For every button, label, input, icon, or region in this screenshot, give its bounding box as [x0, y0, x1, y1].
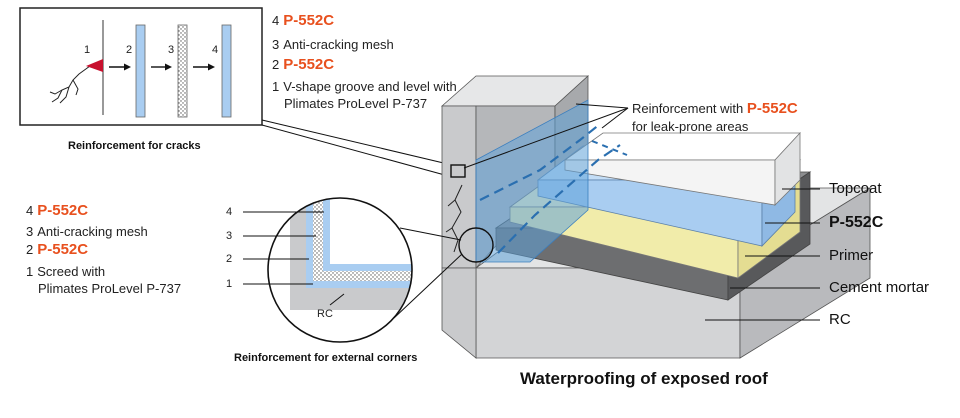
rc-side [739, 187, 871, 359]
corner-number-2: 2 [226, 253, 233, 265]
corner-number-4: 4 [226, 206, 233, 218]
product-name: P-552C [283, 56, 335, 73]
step-number: 4 [272, 13, 280, 28]
step-number: 2 [26, 242, 34, 257]
callout-line2: for leak-prone areas [632, 119, 749, 134]
topcoat-side [774, 131, 801, 206]
leader-callout-1 [601, 107, 629, 129]
step-number: 4 [26, 203, 34, 218]
crack-caption: Reinforcement for cracks [68, 140, 201, 152]
crack-detail-box [19, 7, 263, 126]
roof-illustration [440, 75, 872, 359]
layer-label-membrane: P-552C [829, 214, 884, 231]
step-number: 3 [272, 37, 280, 52]
layer-label-primer: Primer [829, 247, 874, 264]
magnifier-line-top [399, 227, 462, 241]
arrow-icon-3 [193, 63, 215, 71]
product-name: P-552C [283, 12, 335, 29]
layer-label-rc: RC [829, 311, 851, 328]
step-text: Anti-cracking mesh [283, 37, 394, 52]
crack-number-1: 1 [84, 44, 91, 56]
page-title: Waterproofing of exposed roof [520, 369, 768, 388]
step-text: Anti-cracking mesh [37, 224, 148, 239]
corner-step-1-line2: Plimates ProLevel P-737 [38, 281, 182, 296]
leak-prone-callout: Reinforcement with P-552C [632, 100, 798, 117]
product-name: P-552C [37, 202, 89, 219]
wall-crack [451, 184, 463, 253]
corner-number-1: 1 [226, 278, 233, 290]
magnifier-line-bottom [393, 253, 463, 319]
mesh-dash-2 [479, 123, 601, 201]
corner-caption: Reinforcement for external corners [234, 352, 418, 364]
crack-number-2: 2 [126, 44, 133, 56]
callout-product: P-552C [746, 100, 798, 117]
crack-layer-3 [177, 24, 188, 118]
crack-number-3: 3 [168, 44, 175, 56]
v-groove [86, 59, 103, 72]
corner-detail-circle [267, 197, 413, 343]
crack-layer-4 [221, 24, 232, 118]
step-text: Screed with [37, 264, 106, 279]
layer-label-topcoat: Topcoat [829, 180, 882, 197]
leader-crack-box-bottom [261, 124, 453, 178]
step-number: 1 [272, 79, 280, 94]
corner-rc-label: RC [317, 308, 333, 320]
crack-highlight-box [450, 164, 466, 178]
step-number: 1 [26, 264, 34, 279]
corner-highlight-circle [458, 227, 494, 263]
crack-layer-2 [135, 24, 146, 118]
callout-prefix: Reinforcement with [632, 101, 744, 116]
mesh-dash-1 [497, 144, 621, 254]
leader-callout-2 [575, 103, 629, 109]
step-text: V-shape groove and level with [283, 79, 457, 94]
crack-step-1-line2: Plimates ProLevel P-737 [284, 96, 428, 111]
step-number: 2 [272, 57, 280, 72]
layer-label-mortar: Cement mortar [829, 279, 930, 296]
leader-crack-box-top [261, 119, 453, 166]
topcoat-top [563, 132, 801, 161]
corner-number-3: 3 [226, 230, 233, 242]
crack-number-4: 4 [212, 44, 219, 56]
step-number: 3 [26, 224, 34, 239]
arrow-icon-1 [109, 63, 131, 71]
product-name: P-552C [37, 241, 89, 258]
corner-leader-rc [329, 293, 345, 306]
arrow-icon-2 [151, 63, 172, 71]
leader-callout-3 [463, 107, 629, 169]
leak-prone-reinforcement [475, 99, 589, 263]
